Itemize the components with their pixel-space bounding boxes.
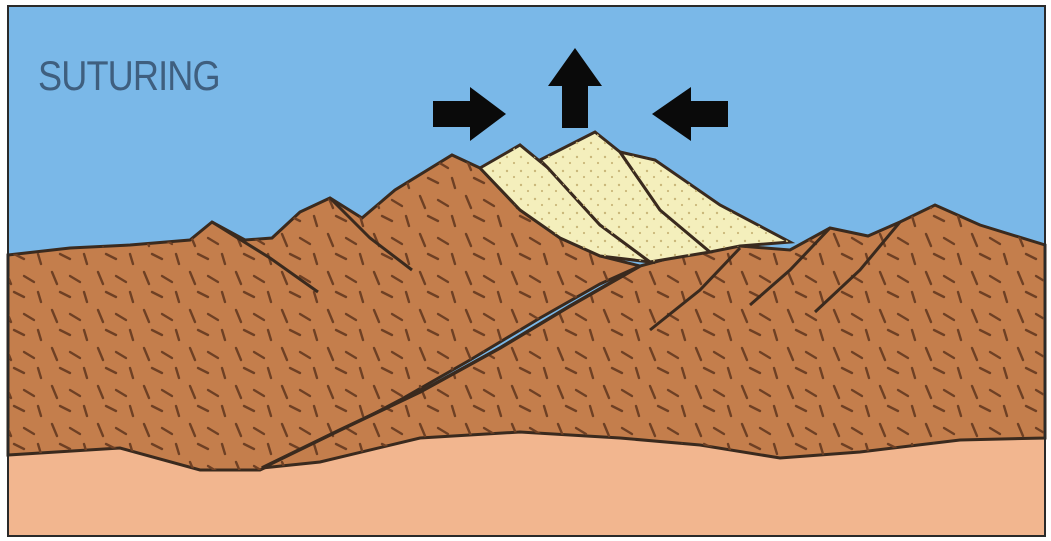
diagram-title: SUTURING — [38, 52, 220, 100]
